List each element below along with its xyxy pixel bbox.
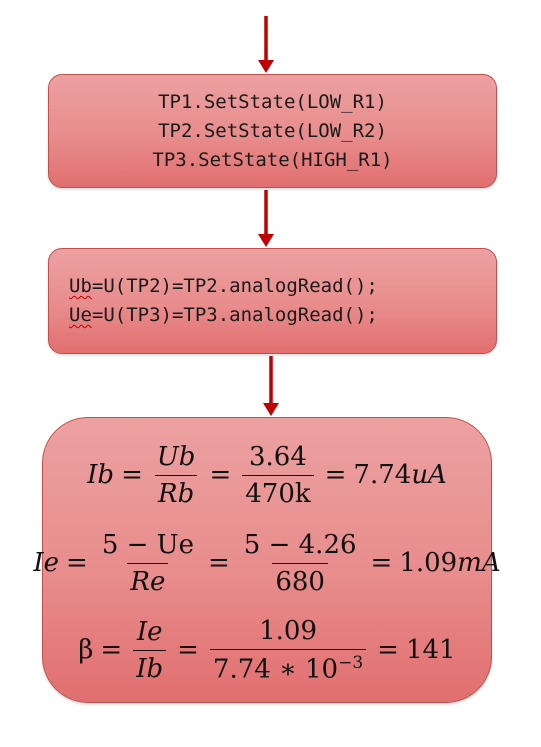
ie-fraction-numeric: 5 − 4.26 680	[241, 530, 360, 597]
ib-lhs: Ib	[87, 460, 115, 490]
read-line-ue: Ue=U(TP3)=TP3.analogRead();	[69, 301, 496, 330]
formula-ib: Ib = Ub Rb = 3.64 470k = 7.74uA	[43, 440, 491, 510]
beta-eq-3: =	[377, 635, 399, 665]
ie-num-symbolic: 5 − Ue	[101, 529, 194, 560]
ie-result-value: 1.09	[399, 548, 458, 578]
beta-den-numeric: 7.74 ∗ 10−3	[209, 648, 367, 685]
ib-result: 7.74uA	[353, 460, 446, 490]
read-line-ue-rest: =U(TP3)=TP3.analogRead();	[91, 304, 378, 326]
ib-fraction-symbolic: Ub Rb	[154, 442, 199, 509]
ie-result-unit: mA	[457, 548, 501, 578]
beta-result: 141	[405, 635, 456, 665]
ie-result: 1.09mA	[399, 548, 500, 578]
ib-den-numeric: 470k	[242, 474, 314, 509]
ie-eq-1: =	[66, 548, 88, 578]
ie-den-numeric: 680	[272, 562, 328, 597]
ib-num-symbolic: Ub	[156, 441, 196, 472]
beta-den-exponent: −3	[338, 652, 364, 673]
ie-den-symbolic: Re	[127, 562, 169, 597]
read-line-ub-rest: =U(TP2)=TP2.analogRead();	[91, 275, 378, 297]
set-state-box: TP1.SetState(LOW_R1) TP2.SetState(LOW_R2…	[48, 74, 497, 188]
beta-eq-1: =	[100, 635, 123, 665]
ib-result-value: 7.74	[353, 460, 412, 490]
ie-lhs: Ie	[33, 548, 60, 578]
var-ue: Ue	[69, 304, 92, 326]
beta-den-base: 7.74 ∗ 10	[212, 654, 339, 685]
beta-num-numeric: 1.09	[259, 615, 317, 646]
arrow-top	[258, 16, 274, 73]
beta-den-symbolic: Ib	[133, 649, 167, 684]
formula-beta: β = Ie Ib = 1.09 7.74 ∗ 10−3 = 141	[43, 614, 491, 686]
set-state-line-1: TP1.SetState(LOW_R1)	[158, 90, 387, 113]
beta-fraction-symbolic: Ie Ib	[133, 616, 167, 684]
ie-fraction-symbolic: 5 − Ue Re	[99, 530, 197, 597]
formula-box: Ib = Ub Rb = 3.64 470k = 7.74uA Ie = 5 −…	[33, 417, 501, 703]
ie-eq-3: =	[370, 548, 393, 578]
formula-ie: Ie = 5 − Ue Re = 5 − 4.26 680 = 1.09mA	[33, 528, 500, 598]
ie-num-numeric: 5 − 4.26	[243, 529, 357, 560]
ib-result-unit: uA	[411, 460, 447, 490]
analog-read-box: Ub=U(TP2)=TP2.analogRead(); Ue=U(TP3)=TP…	[48, 248, 497, 354]
ib-den-symbolic: Rb	[155, 474, 198, 509]
ib-eq-1: =	[121, 460, 143, 490]
ib-fraction-numeric: 3.64 470k	[242, 441, 314, 509]
ie-eq-2: =	[207, 548, 230, 578]
var-ub: Ub	[69, 275, 92, 297]
arrow-middle-1	[258, 190, 274, 247]
ib-eq-3: =	[324, 460, 347, 490]
ib-eq-2: =	[209, 460, 232, 490]
beta-fraction-numeric: 1.09 7.74 ∗ 10−3	[209, 615, 367, 685]
beta-eq-2: =	[177, 635, 199, 665]
arrow-middle-2	[263, 356, 279, 416]
ib-num-numeric: 3.64	[248, 441, 307, 472]
beta-num-symbolic: Ie	[136, 616, 163, 647]
set-state-line-3: TP3.SetState(HIGH_R1)	[152, 148, 393, 171]
beta-lhs: β	[78, 635, 94, 665]
read-line-ub: Ub=U(TP2)=TP2.analogRead();	[69, 272, 496, 301]
set-state-line-2: TP2.SetState(LOW_R2)	[158, 119, 387, 142]
